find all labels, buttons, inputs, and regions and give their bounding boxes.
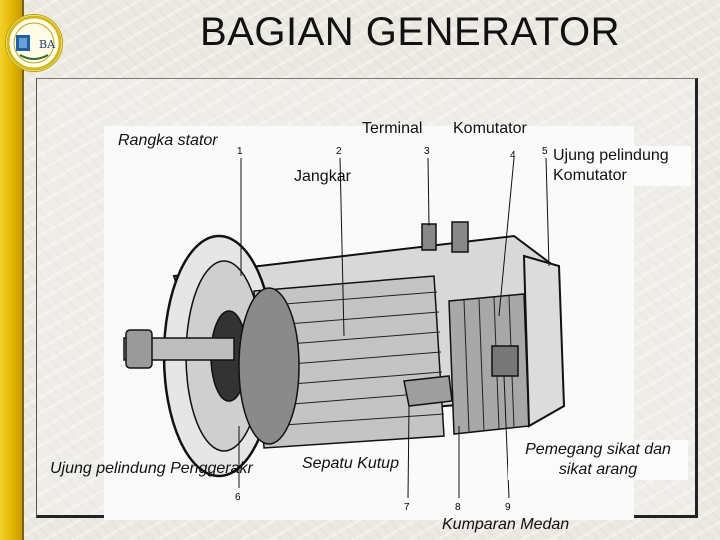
commutator-end-shield — [522, 254, 566, 428]
shaft-nut — [125, 329, 153, 369]
brush-holder — [491, 345, 519, 377]
callout-number-6: 6 — [235, 492, 241, 503]
callout-number-4: 4 — [510, 150, 516, 161]
terminal-post-a — [421, 223, 437, 251]
armature-core — [253, 275, 445, 449]
institution-logo: BA — [5, 14, 63, 72]
label-kumparan-medan: Kumparan Medan — [442, 516, 570, 533]
label-pemegang-sikat: Pemegang sikat dan sikat arang — [508, 440, 688, 480]
callout-number-8: 8 — [455, 502, 461, 513]
callout-number-2: 2 — [336, 146, 342, 157]
callout-number-3: 3 — [424, 146, 430, 157]
label-ujung-pelindung-komutator: Ujung pelindung Komutator — [551, 146, 691, 186]
callout-number-7: 7 — [404, 502, 410, 513]
generator-cutaway-illustration: 1 2 3 4 5 6 7 8 9 — [123, 146, 566, 513]
label-sepatu-kutup: Sepatu Kutup — [302, 455, 399, 472]
label-jangkar: Jangkar — [294, 168, 351, 185]
page-title: BAGIAN GENERATOR — [200, 10, 620, 54]
label-rangka-stator: Rangka stator — [118, 132, 218, 149]
terminal-post-b — [451, 221, 469, 253]
pole-shoe — [403, 375, 453, 407]
label-ujung-pelindung-penggerak: Ujung pelindung Penggerakr — [50, 460, 253, 477]
label-komutator: Komutator — [453, 120, 527, 137]
logo-text: BA — [39, 38, 56, 51]
logo-emblem-icon: BA — [6, 15, 62, 71]
callout-number-9: 9 — [505, 502, 511, 513]
gold-side-bar — [0, 0, 24, 540]
label-terminal: Terminal — [362, 120, 423, 137]
callout-number-1: 1 — [237, 146, 243, 157]
callout-number-5: 5 — [542, 146, 548, 157]
armature-winding-end — [238, 287, 300, 445]
